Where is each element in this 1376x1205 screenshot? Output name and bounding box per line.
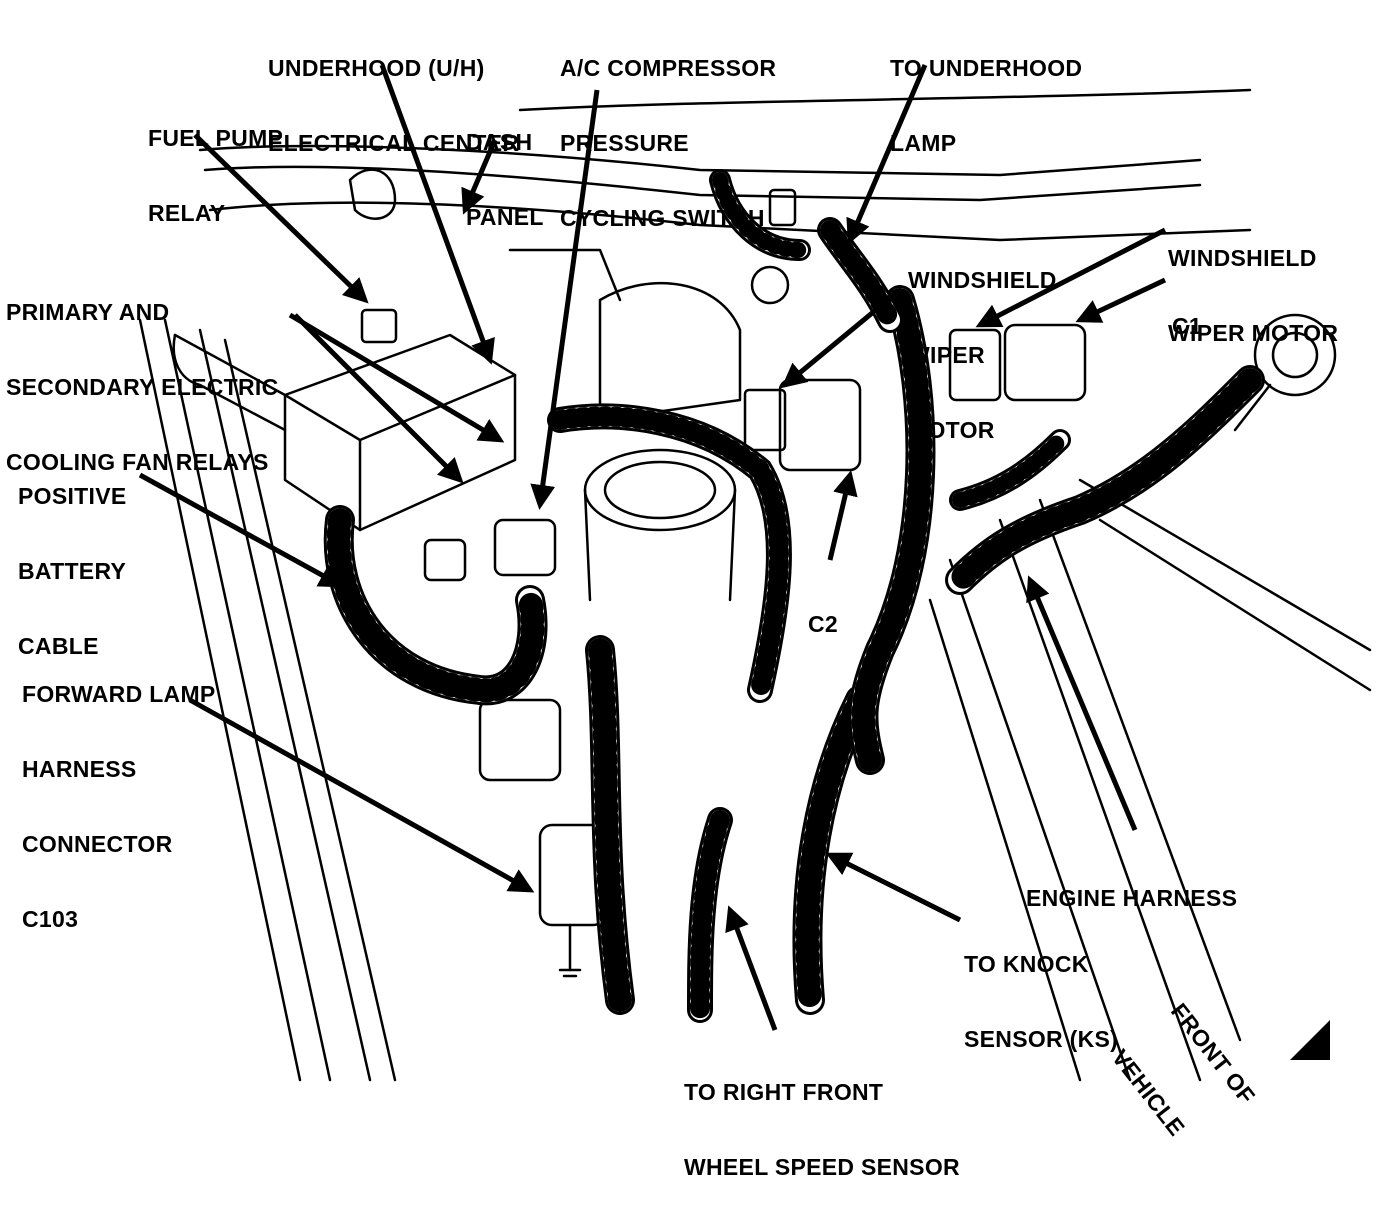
label-cooling-fan-relays: PRIMARY AND SECONDARY ELECTRIC COOLING F… <box>6 299 279 475</box>
label-windshield-wiper-motor-right: WINDSHIELD WIPER MOTOR <box>1168 245 1339 346</box>
label-c2: C2 <box>808 611 839 637</box>
callout-leader-arrows <box>138 64 1167 1031</box>
engine-bay-illustration <box>138 64 1372 1082</box>
label-to-underhood-lamp: TO UNDERHOOD LAMP <box>890 55 1083 156</box>
front-of-vehicle-arrow-icon <box>1290 1020 1330 1060</box>
label-wheel-speed-sensor: TO RIGHT FRONT WHEEL SPEED SENSOR <box>684 1079 960 1180</box>
label-engine-harness: ENGINE HARNESS <box>1026 885 1238 911</box>
label-dash-panel: DASH PANEL <box>466 129 544 230</box>
label-positive-battery-cable: POSITIVE BATTERY CABLE <box>18 483 127 659</box>
diagram-canvas: UNDERHOOD (U/H) ELECTRICAL CENTER A/C CO… <box>6 55 1372 1180</box>
label-forward-lamp-harness: FORWARD LAMP HARNESS CONNECTOR C103 <box>22 681 216 932</box>
label-ac-compressor-switch: A/C COMPRESSOR PRESSURE CYCLING SWITCH <box>560 55 777 231</box>
label-c1: C1 <box>1172 313 1203 339</box>
label-fuel-pump-relay: FUEL PUMP RELAY <box>148 125 284 226</box>
label-underhood-electrical-center: UNDERHOOD (U/H) ELECTRICAL CENTER <box>268 55 520 156</box>
label-windshield-wiper-motor-left: WINDSHIELD WIPER MOTOR <box>908 267 1057 443</box>
background-structure <box>138 88 1372 1082</box>
wiring-harness-bundles <box>323 169 1265 1023</box>
label-knock-sensor: TO KNOCK SENSOR (KS) <box>964 951 1119 1052</box>
